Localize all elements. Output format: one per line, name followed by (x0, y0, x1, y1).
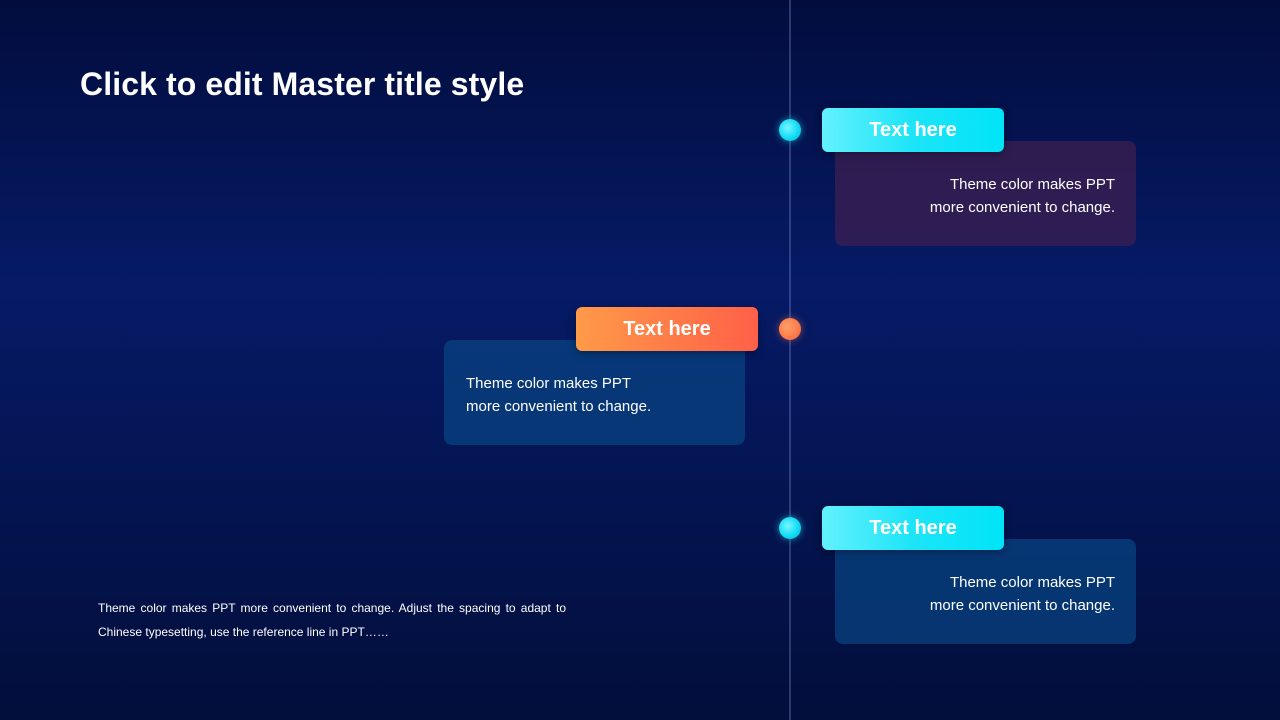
timeline-card-2[interactable]: Theme color makes PPT more convenient to… (444, 340, 745, 445)
timeline-card-2-text: Theme color makes PPT more convenient to… (466, 372, 651, 418)
timeline-card-3-text: Theme color makes PPT more convenient to… (930, 571, 1115, 617)
timeline-card-1-line1: Theme color makes PPT (949, 176, 1115, 193)
timeline-dot-1 (779, 119, 801, 141)
page-title[interactable]: Click to edit Master title style (80, 66, 525, 102)
timeline-card-3[interactable]: Theme color makes PPT more convenient to… (835, 539, 1136, 644)
timeline-card-3-line1: Theme color makes PPT (949, 574, 1115, 591)
timeline-card-1-line2: more convenient to change. (929, 199, 1115, 216)
timeline-card-1-text: Theme color makes PPT more convenient to… (930, 173, 1115, 219)
timeline-label-1[interactable]: Text here (822, 108, 1004, 152)
timeline-label-3[interactable]: Text here (822, 506, 1004, 550)
timeline-card-2-line1: Theme color makes PPT (466, 375, 632, 392)
timeline-dot-3 (779, 517, 801, 539)
timeline-line (789, 0, 791, 720)
timeline-card-2-line2: more convenient to change. (466, 398, 652, 415)
timeline-card-3-line2: more convenient to change. (929, 597, 1115, 614)
footnote-text[interactable]: Theme color makes PPT more convenient to… (98, 601, 566, 639)
timeline-label-2[interactable]: Text here (576, 307, 758, 351)
timeline-card-1[interactable]: Theme color makes PPT more convenient to… (835, 141, 1136, 246)
timeline-dot-2 (779, 318, 801, 340)
